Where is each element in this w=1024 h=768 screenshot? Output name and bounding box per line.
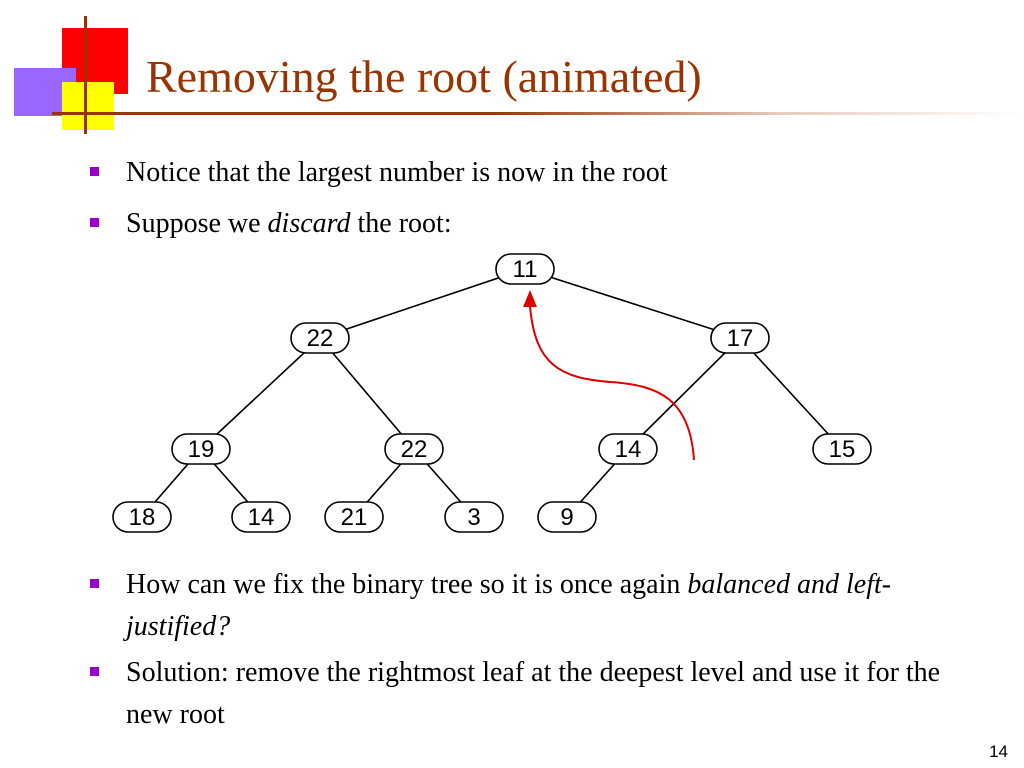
tree-node: 3 [444, 501, 504, 533]
bullet-item: Suppose we discard the root: [90, 203, 956, 245]
tree-node-shape [324, 501, 384, 533]
tree-edges [141, 268, 843, 518]
bullet-text: How can we fix the binary tree so it is … [126, 564, 956, 648]
bullet-text: Solution: remove the rightmost leaf at t… [126, 657, 941, 730]
tree-node: 17 [710, 322, 770, 354]
bullet-text-emphasis: discard [267, 208, 351, 239]
tree-node-shape [537, 501, 597, 533]
page-number: 14 [989, 742, 1008, 761]
tree-node-label: 11 [513, 256, 538, 283]
tree-node: 14 [231, 501, 291, 533]
tree-node: 19 [171, 433, 231, 465]
bullet-marker [90, 579, 99, 588]
logo-yellow-square [62, 82, 114, 130]
tree-node-shape [384, 433, 444, 465]
tree-node-label: 21 [341, 504, 368, 531]
tree-edge-l-ll [200, 337, 321, 450]
tree-edge-root-r [524, 268, 741, 339]
tree-node: 22 [384, 433, 444, 465]
tree-node-shape [812, 433, 872, 465]
tree-node-shape [231, 501, 291, 533]
bullet-text-emphasis: balanced and left-justified? [126, 569, 892, 642]
tree-node-label: 22 [401, 436, 428, 463]
bullet-marker [90, 218, 99, 227]
tree-node: 21 [324, 501, 384, 533]
bullet-marker [90, 667, 99, 676]
slide-title: Removing the root (animated) [146, 51, 702, 102]
tree-node-label: 17 [727, 325, 754, 352]
tree-nodes: 11 22 17 19 22 14 15 18 14 21 3 9 [112, 253, 872, 533]
bullet-text-part: the root: [350, 208, 452, 239]
tree-node-label: 22 [307, 325, 334, 352]
tree-node: 9 [537, 501, 597, 533]
tree-edge-root-l [319, 268, 526, 339]
tree-edge-l-lr [319, 337, 415, 450]
bullet-text-part: Suppose we [126, 208, 268, 239]
bullet-item: How can we fix the binary tree so it is … [90, 564, 956, 648]
tree-node-label: 14 [615, 436, 642, 463]
tree-node-label: 19 [188, 436, 215, 463]
tree-node-shape [598, 433, 658, 465]
title-underline [52, 112, 1024, 115]
tree-node: 14 [598, 433, 658, 465]
tree-node-label: 18 [129, 504, 156, 531]
tree-edge-r-rl [627, 337, 741, 450]
tree-node-label: 14 [248, 504, 275, 531]
bullet-item: Solution: remove the rightmost leaf at t… [90, 652, 956, 736]
tree-node-shape [444, 501, 504, 533]
tree-node-label: 15 [829, 436, 856, 463]
tree-node: 22 [290, 322, 350, 354]
tree-node-shape [112, 501, 172, 533]
move-arrow [529, 305, 695, 461]
bullet-text: Suppose we discard the root: [126, 203, 956, 245]
tree-node-shape [290, 322, 350, 354]
logo-vertical-rule [84, 16, 87, 134]
tree-node-shape [171, 433, 231, 465]
tree-node-label: 3 [467, 504, 480, 531]
bullet-text: Notice that the largest number is now in… [126, 157, 668, 188]
tree-node-shape [710, 322, 770, 354]
tree-node: 18 [112, 501, 172, 533]
tree-node-label: 9 [560, 504, 573, 531]
tree-node: 15 [812, 433, 872, 465]
tree-node-shape [495, 253, 555, 285]
move-arrowhead [523, 290, 537, 307]
bullet-marker [90, 167, 99, 176]
tree-node: 11 [495, 253, 555, 285]
bullet-item: Notice that the largest number is now in… [90, 152, 956, 194]
bullet-text-part: How can we fix the binary tree so it is … [126, 569, 688, 600]
tree-edge-r-rr [739, 337, 843, 450]
